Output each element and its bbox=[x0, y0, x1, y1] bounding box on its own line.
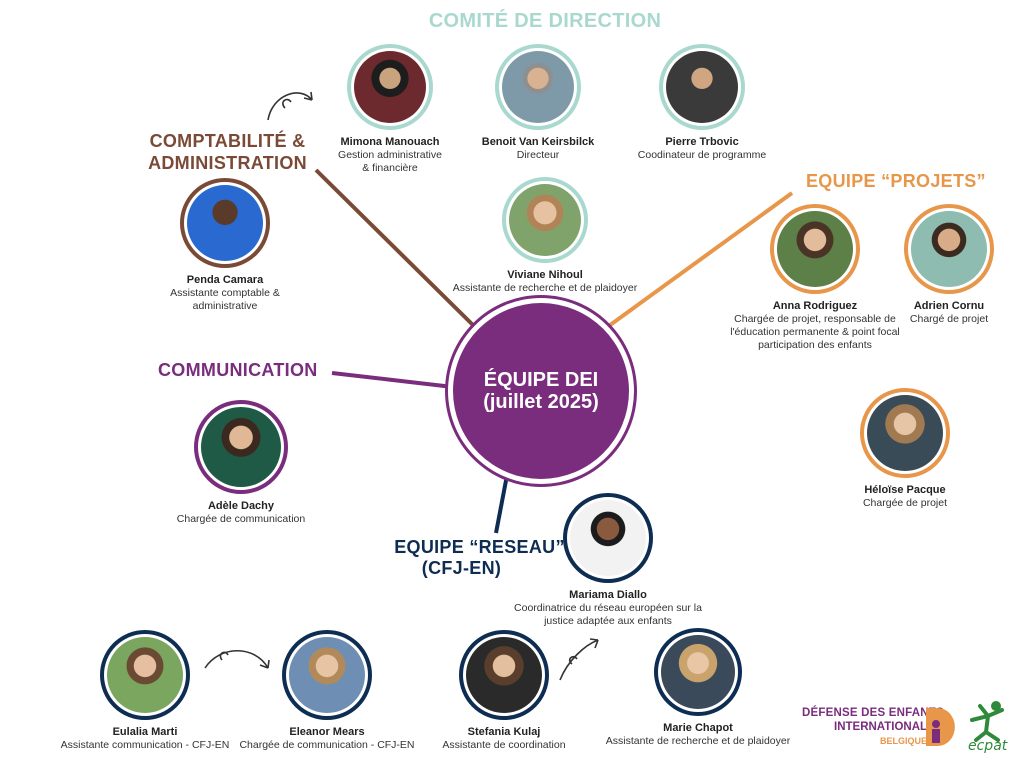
member-role: Chargée de projet bbox=[862, 497, 948, 509]
group-heading-comptabilite-line2: ADMINISTRATION bbox=[148, 153, 307, 173]
arrow-icon-bottom-right bbox=[559, 638, 599, 681]
member-marie: Marie Chapot Assistante de recherche et … bbox=[598, 628, 798, 748]
member-name: Viviane Nihoul bbox=[507, 269, 583, 281]
line-comptabilite bbox=[314, 168, 480, 332]
center-title: ÉQUIPE DEI bbox=[483, 369, 599, 391]
member-mariama: Mariama Diallo Coordinatrice du réseau e… bbox=[493, 493, 723, 628]
member-role: Chargée de communication bbox=[176, 513, 306, 525]
center-subtitle: (juillet 2025) bbox=[483, 391, 599, 413]
member-role: & financière bbox=[362, 162, 418, 174]
member-role: justice adaptée aux enfants bbox=[544, 615, 672, 627]
member-name: Mimona Manouach bbox=[340, 136, 440, 148]
avatar bbox=[659, 44, 745, 130]
member-role: Coodinateur de programme bbox=[637, 149, 767, 161]
line-communication bbox=[331, 371, 454, 389]
avatar bbox=[860, 388, 950, 478]
member-name: Benoit Van Keirsbilck bbox=[481, 136, 595, 148]
ecpat-figure-icon bbox=[970, 701, 1004, 742]
group-heading-reseau-line1: EQUIPE “RESEAU” bbox=[394, 537, 565, 557]
member-role: Coordinatrice du réseau européen sur la bbox=[514, 602, 702, 614]
member-name: Pierre Trbovic bbox=[665, 136, 739, 148]
member-anna: Anna Rodriguez Chargée de projet, respon… bbox=[715, 204, 915, 352]
member-role: Assistante comptable & bbox=[170, 287, 280, 299]
arrow-icon-top bbox=[267, 91, 313, 121]
member-name: Marie Chapot bbox=[663, 722, 733, 734]
avatar bbox=[282, 630, 372, 720]
avatar bbox=[495, 44, 581, 130]
member-role: Chargée de communication - CFJ-EN bbox=[239, 739, 415, 751]
dei-d-icon bbox=[926, 708, 955, 746]
line-projets bbox=[604, 191, 794, 330]
avatar bbox=[347, 44, 433, 130]
page-title: COMITÉ DE DIRECTION bbox=[428, 10, 662, 32]
group-heading-comptabilite: COMPTABILITÉ & ADMINISTRATION bbox=[140, 130, 315, 174]
member-role: Chargée de projet, responsable de bbox=[734, 313, 896, 325]
member-role: Assistante de recherche et de plaidoyer bbox=[605, 735, 791, 747]
ecpat-logo: ecpat bbox=[962, 698, 1014, 758]
member-eulalia: Eulalia Marti Assistante communication -… bbox=[50, 630, 240, 752]
member-viviane: Viviane Nihoul Assistante de recherche e… bbox=[420, 177, 670, 295]
dei-logo: DÉFENSE DES ENFANTS INTERNATIONAL BELGIQ… bbox=[802, 706, 955, 756]
member-role: Assistante communication - CFJ-EN bbox=[60, 739, 230, 751]
dei-logo-line2: INTERNATIONAL bbox=[834, 721, 928, 733]
member-adrien: Adrien Cornu Chargé de projet bbox=[883, 204, 1015, 326]
member-name: Adèle Dachy bbox=[207, 500, 275, 512]
member-pierre: Pierre Trbovic Coodinateur de programme bbox=[607, 44, 797, 162]
ecpat-logo-text: ecpat bbox=[968, 738, 1008, 754]
dei-logo-line1: DÉFENSE DES ENFANTS bbox=[802, 707, 944, 719]
group-heading-projets: EQUIPE “PROJETS” bbox=[806, 171, 986, 191]
avatar bbox=[459, 630, 549, 720]
line-reseau bbox=[494, 469, 510, 534]
member-name: Mariama Diallo bbox=[569, 589, 647, 601]
avatar bbox=[563, 493, 653, 583]
member-penda: Penda Camara Assistante comptable & admi… bbox=[130, 178, 320, 313]
center-circle: ÉQUIPE DEI (juillet 2025) bbox=[453, 303, 629, 479]
member-role: administrative bbox=[192, 300, 258, 312]
member-name: Héloïse Pacque bbox=[864, 484, 946, 496]
avatar bbox=[194, 400, 288, 494]
member-name: Eleanor Mears bbox=[289, 726, 365, 738]
member-heloise: Héloïse Pacque Chargée de projet bbox=[840, 388, 970, 510]
member-benoit: Benoit Van Keirsbilck Directeur bbox=[443, 44, 633, 162]
member-role: Directeur bbox=[516, 149, 560, 161]
member-adele: Adèle Dachy Chargée de communication bbox=[146, 400, 336, 526]
member-role: Gestion administrative bbox=[338, 149, 442, 161]
avatar bbox=[770, 204, 860, 294]
group-heading-communication: COMMUNICATION bbox=[158, 360, 318, 380]
group-heading-comptabilite-line1: COMPTABILITÉ & bbox=[149, 131, 306, 151]
member-name: Adrien Cornu bbox=[913, 300, 985, 312]
member-name: Eulalia Marti bbox=[112, 726, 178, 738]
member-stefania: Stefania Kulaj Assistante de coordinatio… bbox=[424, 630, 584, 752]
dei-logo-line3: BELGIQUE bbox=[880, 736, 928, 746]
group-heading-reseau-line2: (CFJ-EN) bbox=[421, 558, 502, 578]
arrow-icon-bottom-left bbox=[204, 649, 270, 669]
group-heading-reseau: EQUIPE “RESEAU” (CFJ-EN) bbox=[392, 537, 567, 579]
member-role: participation des enfants bbox=[758, 339, 872, 351]
member-eleanor: Eleanor Mears Chargée de communication -… bbox=[232, 630, 422, 752]
member-role: Chargé de projet bbox=[909, 313, 989, 325]
avatar bbox=[180, 178, 270, 268]
avatar bbox=[502, 177, 588, 263]
member-mimona: Mimona Manouach Gestion administrative &… bbox=[295, 44, 485, 175]
member-name: Stefania Kulaj bbox=[467, 726, 541, 738]
member-role: Assistante de coordination bbox=[442, 739, 566, 751]
member-name: Penda Camara bbox=[186, 274, 264, 286]
avatar bbox=[904, 204, 994, 294]
avatar bbox=[654, 628, 742, 716]
member-role: Assistante de recherche et de plaidoyer bbox=[452, 282, 638, 294]
avatar bbox=[100, 630, 190, 720]
member-role: l'éducation permanente & point focal bbox=[730, 326, 900, 338]
member-name: Anna Rodriguez bbox=[772, 300, 858, 312]
